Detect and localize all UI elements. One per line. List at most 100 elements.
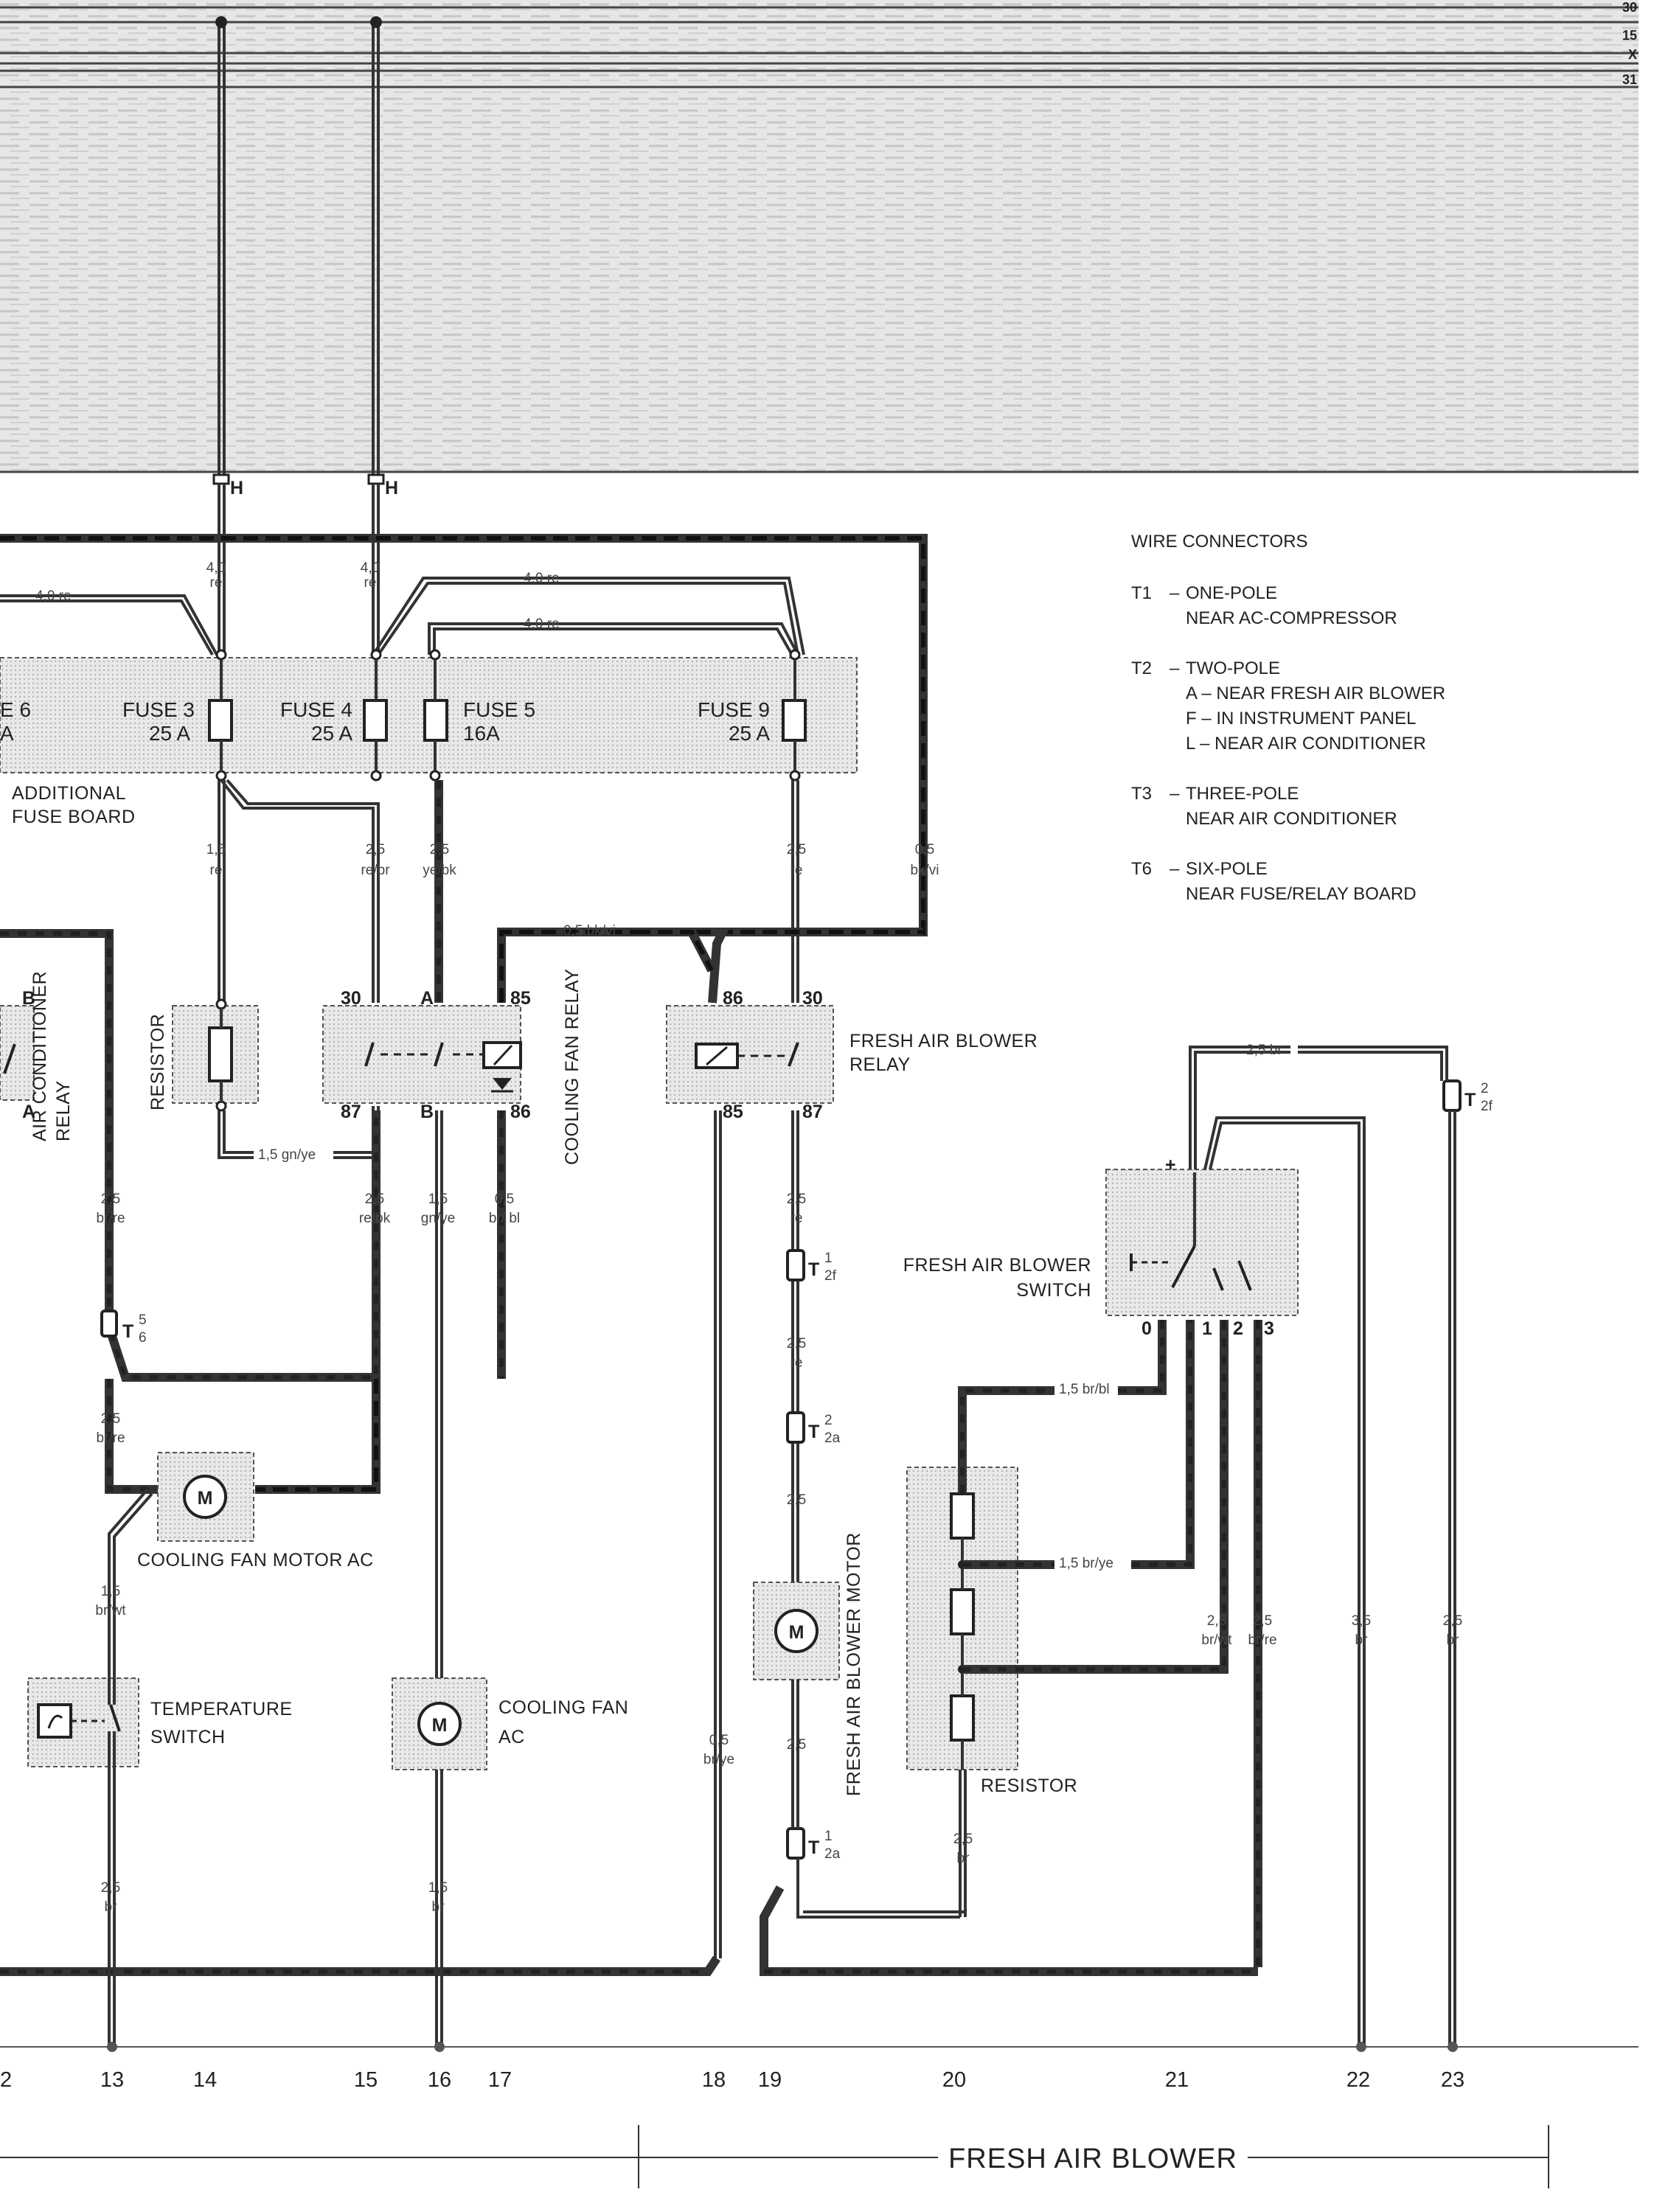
wire-color-25brre-b: br/re (96, 1430, 125, 1446)
legend-t2-line3: F – IN INSTRUMENT PANEL (1186, 709, 1417, 728)
connector-t2f-b-sub: 2f (1481, 1099, 1493, 1114)
ac-relay-pin-b: B (22, 988, 35, 1009)
wires-4-0-re: 4,0 re 4,0 re 4,0 re (0, 571, 805, 656)
wire-color-fuse4-in: re (364, 575, 377, 591)
fab-relay-pin-30: 30 (802, 988, 823, 1009)
connectors: T 5 6 T 1 2f T 2 2a T 1 2a T 2 2f (100, 1079, 1493, 1862)
connector-t6-sup: 5 (139, 1312, 147, 1328)
connector-t2f-b-icon (1442, 1079, 1462, 1112)
ac-relay-pin-a: A (22, 1102, 35, 1122)
fuse-9-icon (782, 699, 807, 742)
wire-size-15br-16: 1,5 (428, 1880, 448, 1896)
fuse-4-icon (363, 699, 388, 742)
connector-t2a-b-sup: 1 (824, 1829, 833, 1844)
section-title-bar: FRESH AIR BLOWER (0, 2125, 1549, 2188)
connector-t6-icon (100, 1310, 118, 1338)
legend-t6-line2: NEAR FUSE/RELAY BOARD (1186, 884, 1417, 904)
wire-label-15gnye: 1,5 gn/ye (258, 1147, 316, 1163)
switch-label-2: SWITCH (1016, 1280, 1091, 1301)
connector-t2a-b-icon (786, 1827, 805, 1860)
wire-color-15brwt: br/wt (95, 1603, 126, 1618)
wire-label-40re-b: 4,0 re (524, 616, 560, 632)
wire-size-35br: 3,5 (1352, 1613, 1371, 1629)
circuit-number-19: 19 (758, 2068, 782, 2092)
wire-size-25re-t2f: 2,5 (787, 1336, 806, 1352)
wire-color-25br-13: br (105, 1899, 118, 1915)
wire-color-25yebk: ye/bk (423, 863, 456, 878)
wire-label-05bkvi-h: 0,5 bk/vi (563, 923, 616, 939)
wire-size-25rebk: 2,5 (365, 1192, 384, 1207)
circuit-number-18: 18 (702, 2068, 726, 2092)
wire-color-25rebr: re/br (361, 863, 390, 878)
faded-upper-area (0, 0, 1639, 472)
ac-relay-label-2: RELAY (53, 1080, 74, 1141)
wire-color-25br-23: br (1447, 1632, 1460, 1648)
circuit-number-21: 21 (1165, 2068, 1189, 2092)
wire-color-25rebk: re/bk (359, 1211, 391, 1226)
wire-color-15br-16: br (432, 1899, 445, 1915)
wire-color-25brre-c: br/re (1248, 1632, 1276, 1648)
fuse-5-icon (423, 699, 448, 742)
fuse-rating-6: A (0, 722, 14, 745)
wires-below-fuse-board: 1,5 re 2,5 re/br 2,5 ye/bk 2,5 re 0,5 bk… (206, 779, 939, 1004)
ac-relay-label-1: AIR CONDITIONER (29, 971, 50, 1141)
wire-size-25br-res: 2,5 (953, 1832, 973, 1847)
fuse-name-9: FUSE 9 (698, 698, 770, 721)
legend-t1-line2: NEAR AC-COMPRESSOR (1186, 608, 1397, 628)
blower-motor-icon (774, 1609, 819, 1653)
wire-size-25-motor: 2,5 (787, 1737, 806, 1753)
fuse-3-icon (208, 699, 233, 742)
connector-t2f-a-sup: 1 (824, 1251, 833, 1266)
fab-relay-pin-85: 85 (723, 1102, 743, 1122)
switch-pin-2: 2 (1233, 1318, 1243, 1339)
legend-t3-code: T3 (1131, 784, 1152, 804)
cooling-fan-relay-label: COOLING FAN RELAY (562, 969, 583, 1165)
circuit-number-23: 23 (1441, 2068, 1464, 2092)
fuse-name-3: FUSE 3 (122, 698, 195, 721)
connector-h-label-1: H (230, 478, 243, 498)
wire-color-15re: re (210, 863, 223, 878)
cfr-pin-a: A (420, 988, 434, 1009)
wire-color-25re-f9: re (790, 863, 803, 878)
cooling-fan-ac-label-2: AC (498, 1727, 525, 1747)
fuse-rating-5: 16A (463, 722, 500, 745)
feeder-wires: H H 4,0 re 4,0 re (206, 16, 398, 655)
fresh-air-blower-relay: 86 30 85 87 FRESH AIR BLOWER RELAY (666, 988, 1038, 1122)
cooling-fan-motor-m: M (198, 1488, 213, 1509)
temperature-switch-label-2: SWITCH (150, 1727, 226, 1747)
cfr-pin-87: 87 (341, 1102, 361, 1122)
switch-label-1: FRESH AIR BLOWER (903, 1255, 1091, 1276)
connector-t2f-a-main: T (808, 1259, 819, 1280)
wire-size-15brwt: 1,5 (101, 1584, 120, 1599)
fresh-air-blower-switch: + 0 1 2 3 FRESH AIR BLOWER SWITCH 2,5 br… (903, 1043, 1462, 1958)
wire-color-05brbl: br/ bl (489, 1211, 520, 1226)
ac-relay: B A AIR CONDITIONER RELAY (0, 929, 114, 1298)
rail-label-15: 15 (1622, 28, 1637, 43)
legend-t3-line1: THREE-POLE (1186, 784, 1299, 804)
cooling-fan-icon (417, 1702, 462, 1746)
wire-label-40re-a: 4,0 re (524, 571, 560, 586)
blower-resistor-label: RESISTOR (981, 1775, 1077, 1796)
wire-label-15brye: 1,5 br/ye (1059, 1556, 1113, 1571)
legend-t2-line1: TWO-POLE (1186, 658, 1280, 678)
wire-color-25brre-a: br/re (96, 1211, 125, 1226)
legend-dash-1: – (1170, 583, 1180, 603)
blower-motor-label: FRESH AIR BLOWER MOTOR (844, 1532, 864, 1796)
legend-t2-code: T2 (1131, 658, 1152, 678)
wire-color-05brye: br/ye (703, 1752, 734, 1767)
circuit-numbers: 2 13 14 15 16 17 18 19 20 21 22 23 (0, 1958, 1639, 2092)
connector-t2f-a-icon (786, 1249, 805, 1281)
wire-size-25br-13: 2,5 (101, 1880, 120, 1896)
cooling-fan-relay: 30 A 85 87 B 86 COOLING FAN RELAY (322, 969, 583, 1165)
circuit-number-16: 16 (428, 2068, 451, 2092)
fresh-air-blower-motor: M FRESH AIR BLOWER MOTOR 2,5 (753, 1532, 864, 1829)
legend-t2-line2: A – NEAR FRESH AIR BLOWER (1186, 684, 1445, 703)
wire-size-25-t2a: 2,5 (787, 1492, 806, 1508)
cfr-pin-86: 86 (510, 1102, 531, 1122)
fuse-rating-4: 25 A (311, 722, 352, 745)
switch-pin-0: 0 (1141, 1318, 1152, 1339)
circuit-number-13: 13 (100, 2068, 124, 2092)
fuse-board-label-2: FUSE BOARD (12, 807, 136, 827)
circuit-number-20: 20 (942, 2068, 966, 2092)
